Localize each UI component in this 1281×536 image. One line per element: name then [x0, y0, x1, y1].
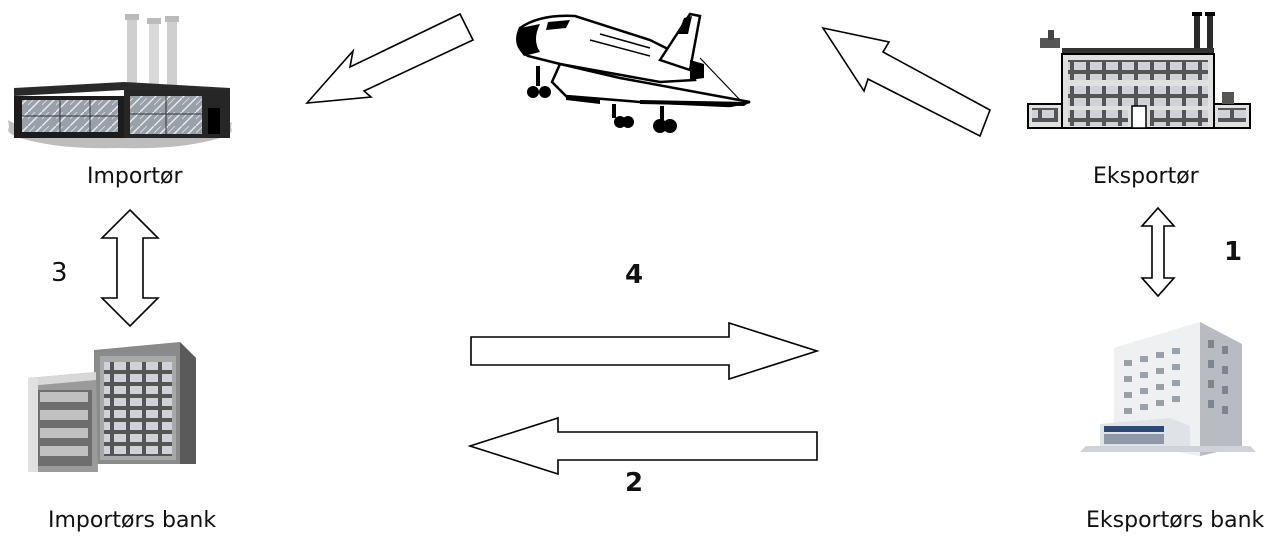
exporter-factory-icon	[1027, 12, 1251, 129]
importer-factory-icon	[8, 14, 232, 149]
step-two-label: 2	[625, 468, 644, 498]
importer-bank-building-icon	[28, 342, 196, 472]
importer-bank-label: Importørs bank	[48, 508, 217, 533]
shipping-arrow-from-exporter	[821, 26, 991, 138]
step-three-label: 3	[51, 258, 68, 288]
space-shuttle-icon	[516, 12, 751, 133]
exporter-bank-link-arrow	[1140, 206, 1176, 298]
importer-bank-link-arrow	[100, 208, 160, 328]
importer-label: Importør	[87, 164, 183, 189]
step-one-label: 1	[1224, 237, 1243, 267]
documents-arrow-to-importer-bank	[467, 416, 818, 476]
step-four-label: 4	[625, 260, 644, 290]
exporter-bank-building-icon	[1080, 322, 1256, 456]
delivery-arrow-to-importer	[305, 12, 475, 104]
exporter-label: Eksportør	[1093, 164, 1199, 189]
exporter-bank-label: Eksportørs bank	[1086, 508, 1265, 533]
payment-arrow-to-exporter-bank	[470, 321, 820, 381]
